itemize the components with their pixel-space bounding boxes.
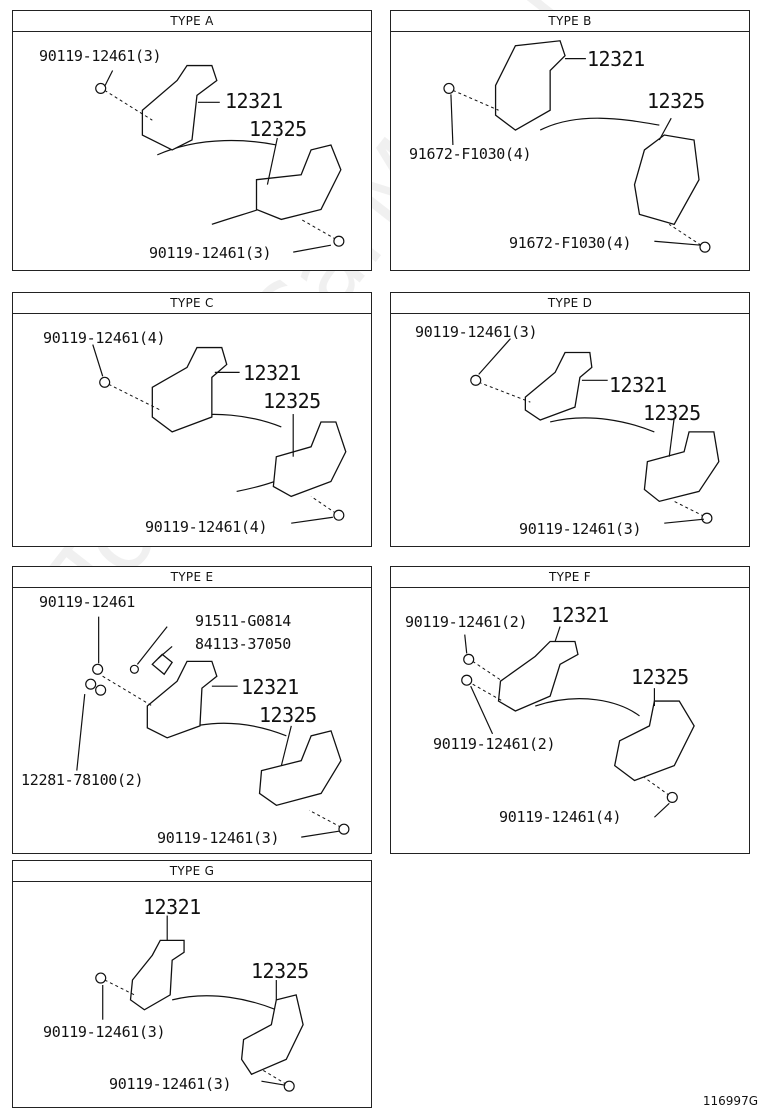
part-label: 90119-12461(4) [43, 329, 166, 347]
part-label: 90119-12461(2) [405, 613, 528, 631]
panel-title: TYPE G [13, 861, 371, 882]
part-label: 90119-12461(3) [415, 323, 538, 341]
bracket-12321 [524, 351, 593, 421]
bolt-icon [461, 674, 473, 686]
bolt-icon [699, 241, 711, 253]
plate-84113 [151, 653, 174, 676]
parts-illustration [95, 915, 304, 1092]
part-label: 90119-12461 [39, 593, 136, 611]
panel-title: TYPE B [391, 11, 749, 32]
part-label: 90119-12461(3) [43, 1023, 166, 1041]
bolt-icon [95, 82, 107, 94]
part-label: 84113-37050 [195, 635, 292, 653]
bolt-icon [333, 509, 345, 521]
parts-illustration [443, 40, 711, 253]
bolt-icon [95, 972, 107, 984]
bracket-12321 [494, 40, 566, 131]
part-label: 91672-F1030(4) [409, 145, 532, 163]
parts-illustration [95, 64, 345, 253]
bolt-icon [99, 376, 111, 388]
part-label: 12325 [259, 703, 317, 727]
panel-type-g: TYPE G 12321 12325 90119-12461(3) 90119-… [12, 860, 372, 1108]
bolt-icon [443, 82, 455, 94]
panel-title: TYPE F [391, 567, 749, 588]
bolt-icon [463, 653, 475, 665]
part-label: 90119-12461(3) [157, 829, 280, 847]
part-label: 12325 [643, 401, 701, 425]
bracket-12321 [151, 346, 228, 433]
panel-type-c: TYPE C 90119-12461(4) 12321 12325 90119-… [12, 292, 372, 547]
bolt-icon [283, 1080, 295, 1092]
bracket-12325 [255, 144, 342, 221]
parts-illustration [92, 344, 347, 524]
bolt-icon [85, 678, 97, 690]
parts-illustration [76, 616, 350, 838]
part-label: 91672-F1030(4) [509, 234, 632, 252]
bracket-12325 [643, 431, 720, 503]
part-label: 90119-12461(3) [39, 47, 162, 65]
bolt-icon [666, 791, 678, 803]
part-label: 90119-12461(4) [145, 518, 268, 536]
bracket-12321 [129, 939, 185, 1011]
panel-title: TYPE D [391, 293, 749, 314]
bracket-12321 [497, 640, 579, 712]
parts-illustration [461, 626, 695, 818]
panel-type-f: TYPE F 90119-12461(2) 12321 12325 90119-… [390, 566, 750, 854]
part-label: 12321 [587, 47, 645, 71]
part-label: 12321 [143, 895, 201, 919]
part-label: 90119-12461(3) [519, 520, 642, 538]
bolt-icon [701, 512, 713, 524]
reference-code: 116997G [702, 1094, 758, 1108]
panel-title: TYPE C [13, 293, 371, 314]
part-label: 12325 [263, 389, 321, 413]
part-label: 12321 [225, 89, 283, 113]
part-label: 90119-12461(4) [499, 808, 622, 826]
bracket-12325 [258, 730, 342, 807]
bracket-12321 [141, 64, 218, 151]
bolt-icon [95, 684, 107, 696]
part-label: 12325 [631, 665, 689, 689]
bolt-icon [92, 663, 104, 675]
panel-type-e: TYPE E 90119-12461 91511-G0814 84113-370… [12, 566, 372, 854]
part-label: 12325 [647, 89, 705, 113]
part-label: 12321 [243, 361, 301, 385]
part-label: 12325 [249, 117, 307, 141]
part-label: 12321 [551, 603, 609, 627]
bracket-12325 [633, 134, 700, 226]
part-label: 12281-78100(2) [21, 771, 144, 789]
part-label: 90119-12461(3) [149, 244, 272, 262]
part-label: 12325 [251, 959, 309, 983]
bracket-12325 [272, 421, 347, 498]
bracket-12325 [240, 994, 304, 1076]
part-label: 90119-12461(3) [109, 1075, 232, 1093]
bracket-12325 [613, 700, 695, 782]
bolt-icon [129, 664, 139, 674]
parts-illustration [470, 338, 720, 524]
panel-title: TYPE E [13, 567, 371, 588]
part-label: 12321 [609, 373, 667, 397]
part-label: 91511-G0814 [195, 612, 292, 630]
panel-type-b: TYPE B 12321 12325 91672-F1030(4) 91672-… [390, 10, 750, 271]
part-label: 90119-12461(2) [433, 735, 556, 753]
bolt-icon [333, 235, 345, 247]
bolt-icon [338, 823, 350, 835]
panel-type-a: TYPE A 90119-12461(3) 12321 12325 90119-… [12, 10, 372, 271]
panel-type-d: TYPE D 90119-12461(3) 12321 12325 90119-… [390, 292, 750, 547]
bracket-12321 [146, 660, 218, 739]
bolt-icon [470, 374, 482, 386]
panel-title: TYPE A [13, 11, 371, 32]
part-label: 12321 [241, 675, 299, 699]
